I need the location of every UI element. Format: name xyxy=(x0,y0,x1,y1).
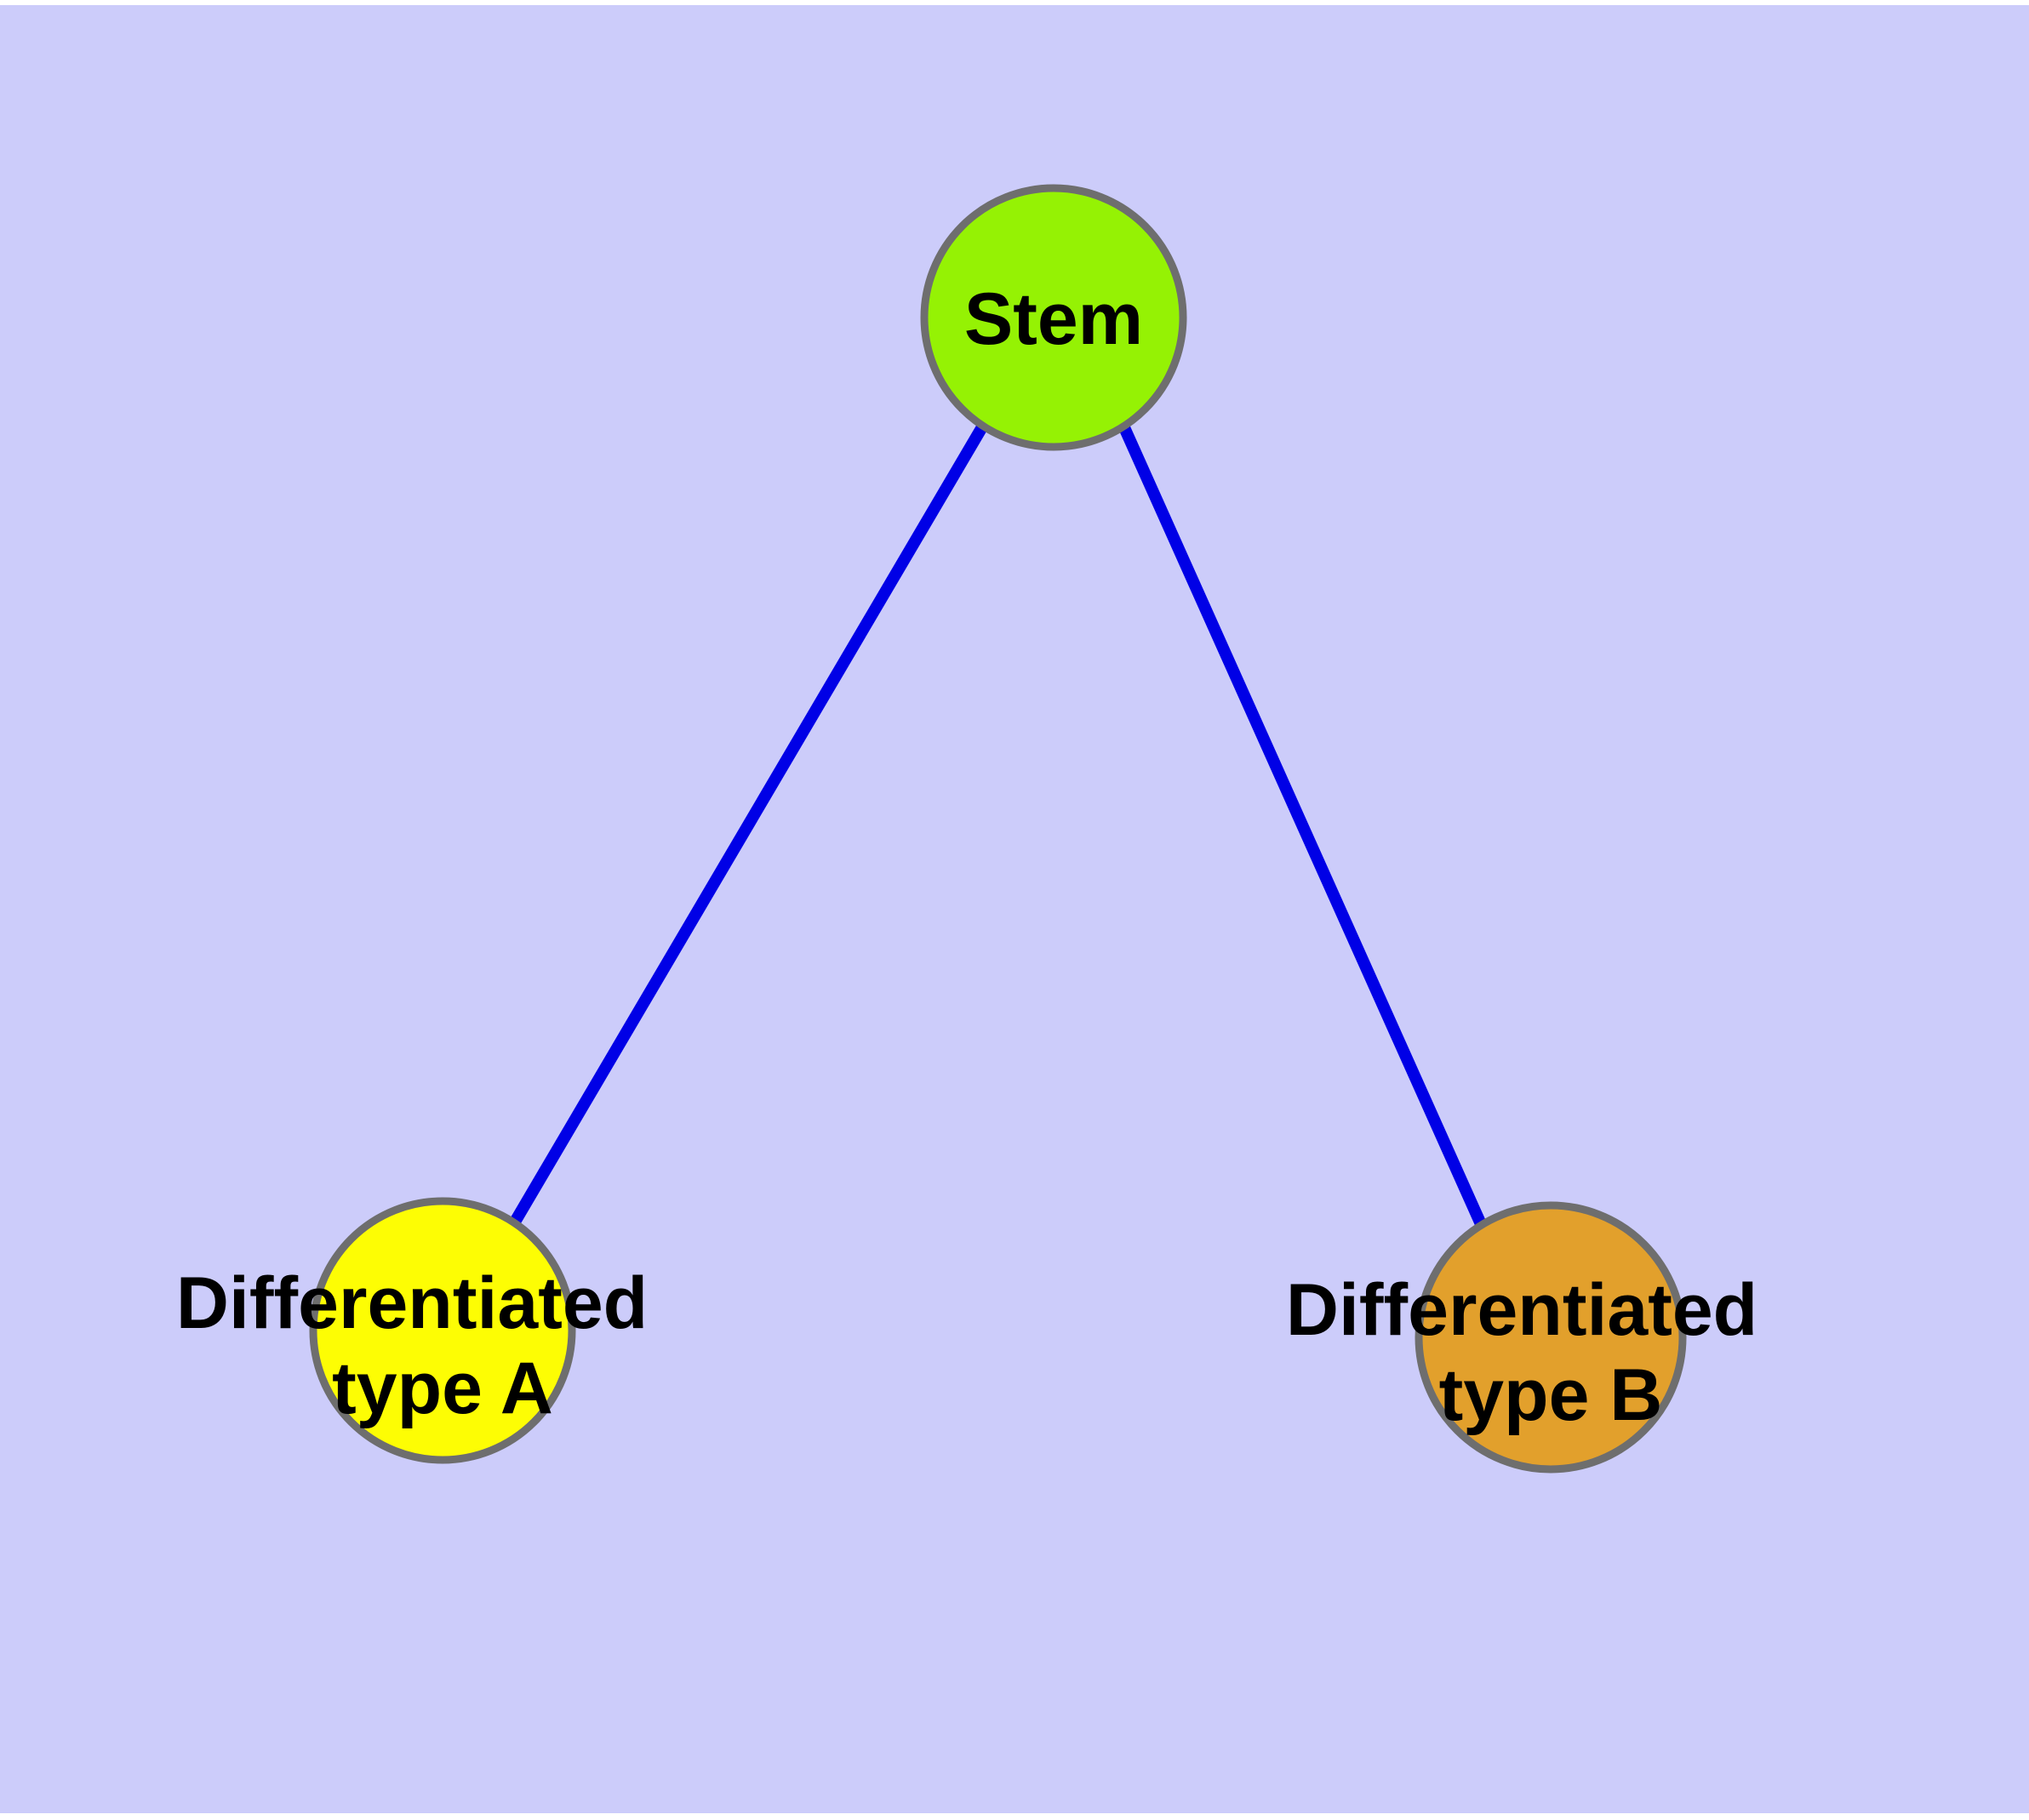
edge-layer xyxy=(508,422,1487,1227)
edge-stem-to-differentiated-a[interactable] xyxy=(508,422,989,1227)
node-label-differentiated-type-a: Differentiated type A xyxy=(176,1262,668,1429)
node-layer xyxy=(309,184,1687,1474)
node-circle-differentiated-type-a[interactable] xyxy=(309,1197,576,1464)
node-differentiated-type-b[interactable] xyxy=(1415,1201,1687,1474)
node-label-differentiated-type-b: Differentiated type B xyxy=(1286,1269,1778,1436)
label-layer: Stem Differentiated type A Differentiate… xyxy=(176,278,1778,1436)
node-label-stem: Stem xyxy=(964,278,1143,360)
edge-stem-to-differentiated-b[interactable] xyxy=(1117,423,1487,1227)
node-differentiated-type-a[interactable] xyxy=(309,1197,576,1464)
node-stem[interactable] xyxy=(920,184,1187,451)
node-circle-stem[interactable] xyxy=(920,184,1187,451)
node-circle-differentiated-type-b[interactable] xyxy=(1415,1201,1687,1474)
